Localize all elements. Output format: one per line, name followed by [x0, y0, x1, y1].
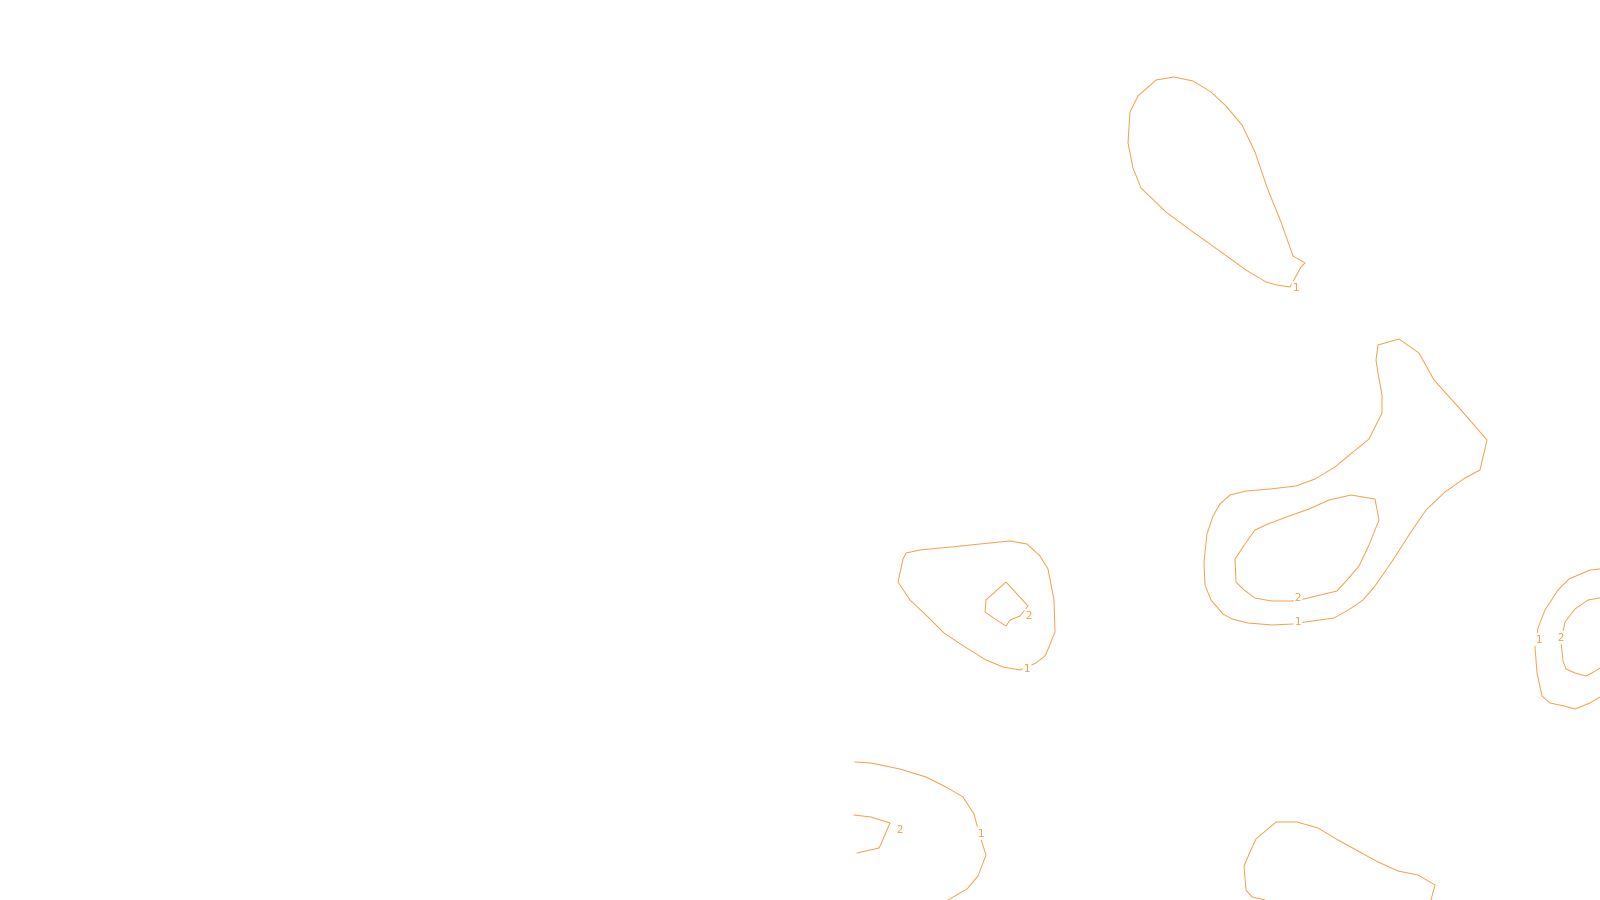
- contour-label-halo: [1293, 591, 1303, 604]
- contour-line-bottom-left-outer-lead: [854, 761, 980, 834]
- contour-label-halo: [1291, 281, 1301, 294]
- contour-label-halo: [895, 823, 905, 836]
- contour-labels: 1 1 2 1 2 1 2 1 2: [895, 281, 1566, 840]
- contour-label-center-inner: 2: [1026, 609, 1033, 622]
- contour-label-far-right-outer: 1: [1536, 633, 1543, 646]
- contour-line-far-right-outer: [1534, 568, 1600, 710]
- contour-label-halo: [1556, 631, 1566, 644]
- contour-label-halo: [1024, 609, 1034, 622]
- contour-lines: [853, 76, 1600, 900]
- contour-line-right-inner: [1234, 494, 1380, 602]
- contour-label-right-inner: 2: [1295, 591, 1302, 604]
- contour-label-halo: [1293, 615, 1303, 628]
- contour-label-halo: [976, 827, 986, 840]
- contour-line-bottom-left-outer: [947, 832, 987, 900]
- contour-line-right-outer: [1203, 338, 1488, 626]
- contour-line-center-outer: [897, 540, 1056, 671]
- contour-label-halo: [1534, 633, 1544, 646]
- contour-label-right-outer: 1: [1295, 615, 1302, 628]
- contour-label-bottom-left-outer: 1: [978, 827, 985, 840]
- contour-line-far-right-inner: [1560, 597, 1600, 677]
- contour-label-center-outer: 1: [1024, 662, 1031, 675]
- contour-line-center-inner: [984, 581, 1029, 627]
- contour-label-far-right-inner: 2: [1558, 631, 1565, 644]
- contour-line-bottom-right: [1243, 821, 1436, 900]
- contour-line-top-loop: [1127, 76, 1306, 288]
- contour-line-bottom-left-inner: [853, 814, 891, 854]
- contour-label-top-loop: 1: [1293, 281, 1300, 294]
- contour-label-halo: [1022, 662, 1032, 675]
- contour-label-bottom-left-inner: 2: [897, 823, 904, 836]
